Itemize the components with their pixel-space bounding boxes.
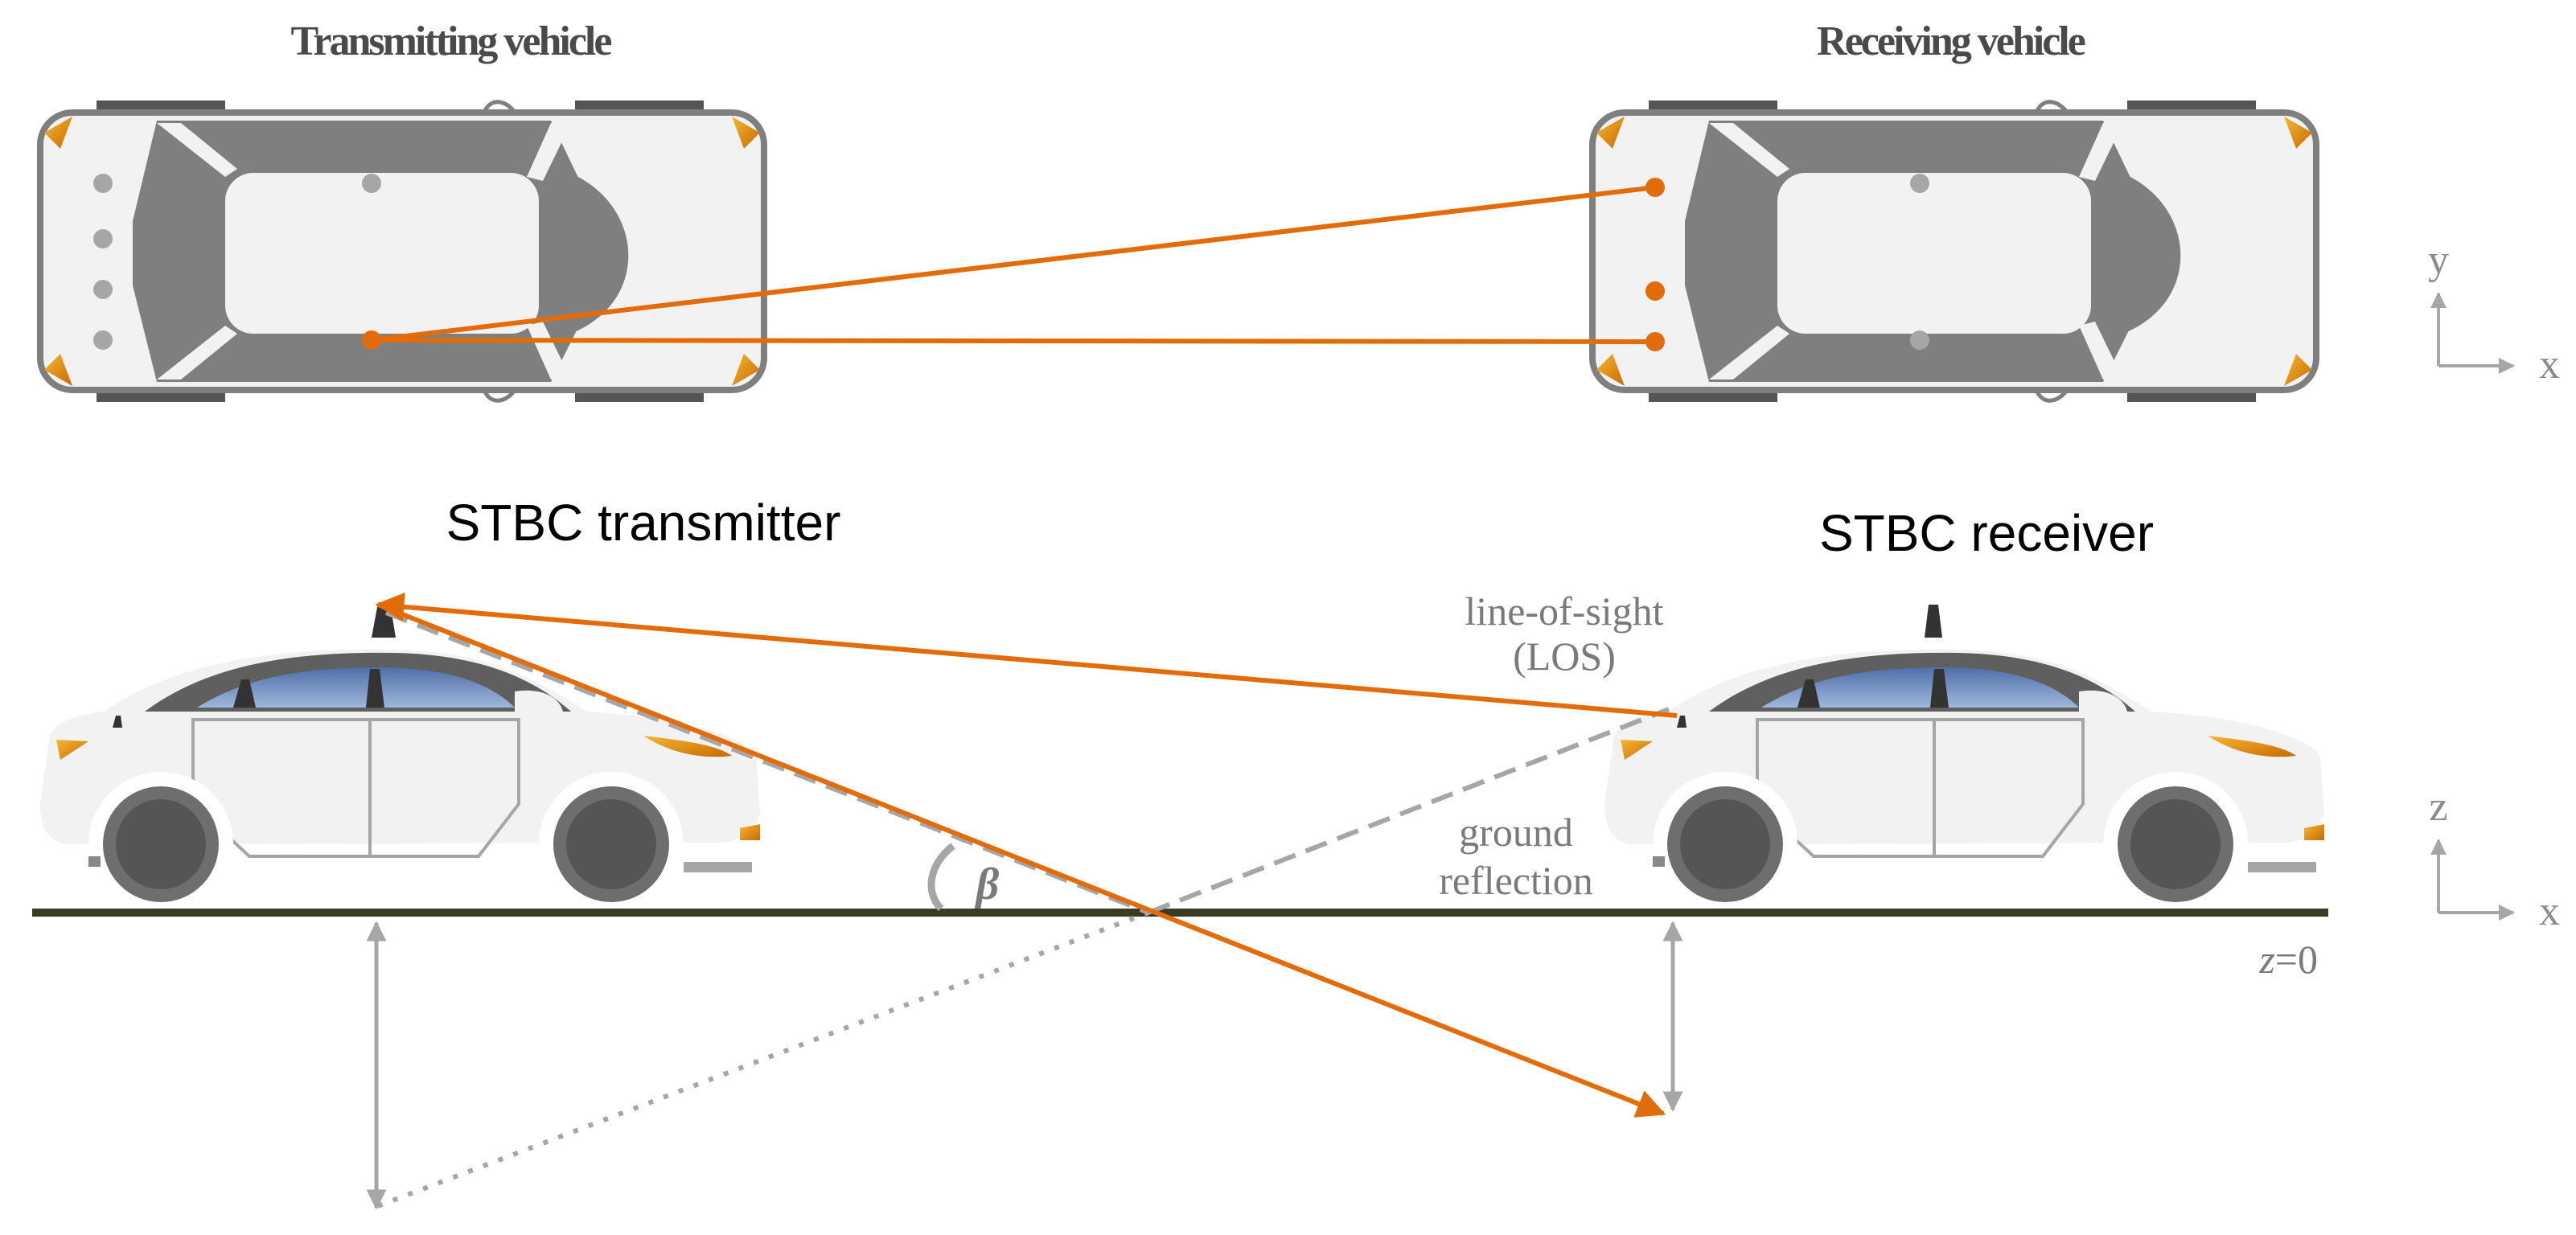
top-axis-x-label: x <box>2539 342 2560 388</box>
angle-beta-label: β <box>975 860 1000 909</box>
los-label-line2: (LOS) <box>1513 634 1616 679</box>
bottom-axes: z x <box>2429 784 2560 934</box>
antenna-height-indicators <box>366 921 1683 1210</box>
bottom-axis-z-label: z <box>2429 784 2447 830</box>
reflection-angle: β <box>927 843 1000 912</box>
z-zero-label: z=0 <box>2258 937 2318 982</box>
top-view-signal-links <box>371 185 1656 344</box>
rx-roof-antenna-icon <box>1925 605 1942 638</box>
stbc-receiver-label: STBC receiver <box>1819 504 2154 562</box>
receiving-vehicle-title: Receiving vehicle <box>1817 18 2085 64</box>
top-axes: y x <box>2428 237 2560 388</box>
receiving-car-side-view <box>1603 605 2326 918</box>
ground-reflection-label-line1: ground <box>1459 810 1573 855</box>
transmitting-car-top-view <box>40 101 764 402</box>
ground-reflection-label-line2: reflection <box>1439 858 1593 903</box>
receiving-car-top-view <box>1592 101 2316 402</box>
stbc-transmitter-label: STBC transmitter <box>446 494 841 552</box>
transmitting-vehicle-title: Transmitting vehicle <box>291 18 612 64</box>
los-label-line1: line-of-sight <box>1465 589 1663 634</box>
side-view-paths <box>375 592 1678 1208</box>
top-axis-y-label: y <box>2428 237 2449 283</box>
transmitting-car-side-view <box>39 603 762 918</box>
bottom-axis-x-label: x <box>2539 888 2560 934</box>
